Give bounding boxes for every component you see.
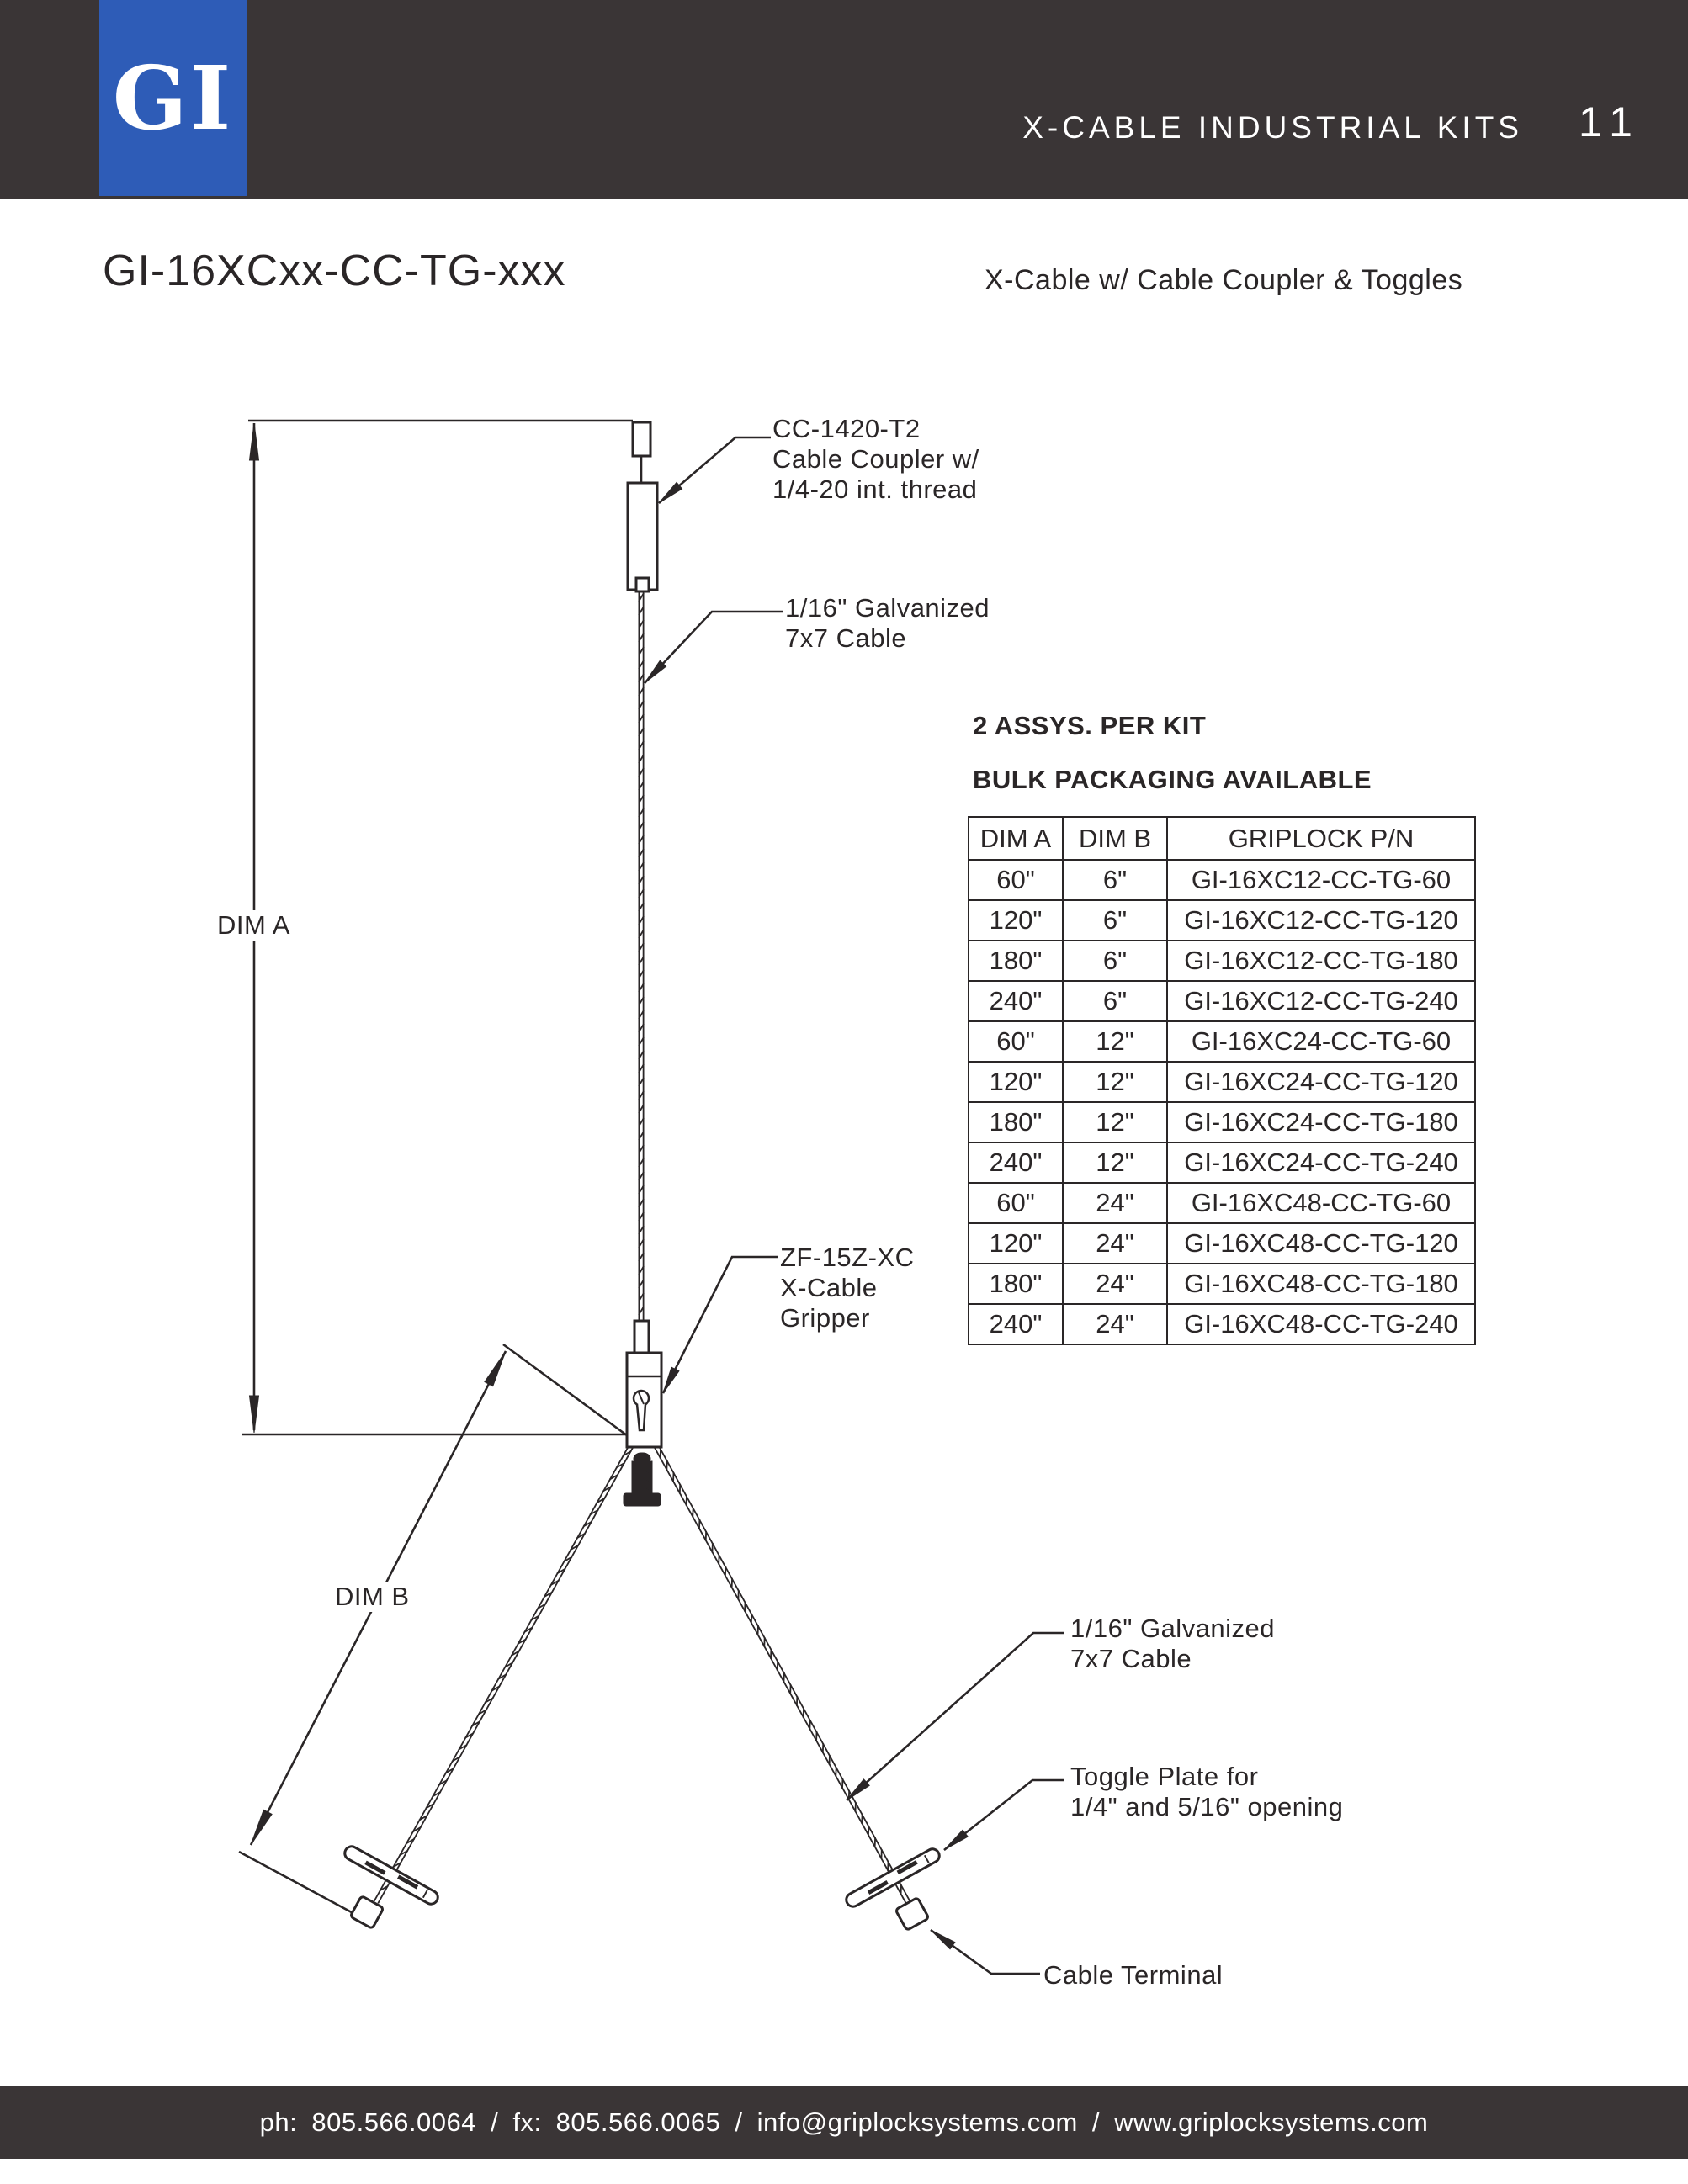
product-model: GI-16XCxx-CC-TG-xxx (103, 246, 566, 295)
gripper-label: ZF-15Z-XC X-Cable Gripper (780, 1243, 915, 1333)
dim-a-line (242, 419, 633, 1436)
table-cell: GI-16XC24-CC-TG-120 (1166, 1061, 1476, 1103)
table-cell: 6" (1062, 980, 1168, 1022)
table-cell: 240" (968, 1303, 1064, 1345)
table-cell: GI-16XC12-CC-TG-60 (1166, 859, 1476, 901)
table-cell: 120" (968, 1061, 1064, 1103)
suspension-cable (638, 454, 645, 1323)
table-cell: 24" (1062, 1222, 1168, 1264)
cable-terminal-label: Cable Terminal (1043, 1960, 1224, 1990)
cable-coupler-label: CC-1420-T2 Cable Coupler w/ 1/4-20 int. … (772, 414, 979, 504)
logo-text: GI (112, 46, 234, 150)
company-logo: GI (99, 0, 247, 196)
table-cell: GI-16XC24-CC-TG-180 (1166, 1101, 1476, 1143)
toggle-leader (943, 1778, 1064, 1852)
column-header: DIM B (1062, 816, 1168, 861)
terminal-leader (930, 1928, 1040, 1975)
x-cable-gripper (625, 1319, 663, 1449)
table-cell: 240" (968, 1142, 1064, 1184)
table-cell: 24" (1062, 1263, 1168, 1305)
left-toggle-plate (343, 1845, 439, 1906)
table-cell: 12" (1062, 1020, 1168, 1063)
table-cell: 60" (968, 1182, 1064, 1224)
table-cell: GI-16XC12-CC-TG-120 (1166, 899, 1476, 941)
table-cell: 60" (968, 1020, 1064, 1063)
table-cell: 24" (1062, 1182, 1168, 1224)
left-leg-cable (373, 1445, 634, 1904)
table-cell: 60" (968, 859, 1064, 901)
column-header: GRIPLOCK P/N (1166, 816, 1476, 861)
lower-cable-leader (846, 1631, 1064, 1801)
table-cell: 6" (1062, 899, 1168, 941)
table-cell: 180" (968, 1101, 1064, 1143)
table-row: 60"12"GI-16XC24-CC-TG-60 (968, 1020, 1476, 1063)
table-cell: GI-16XC48-CC-TG-60 (1166, 1182, 1476, 1224)
table-row: 120"6"GI-16XC12-CC-TG-120 (968, 899, 1476, 941)
right-cable-terminal (895, 1897, 929, 1931)
table-cell: 6" (1062, 859, 1168, 901)
header-bar: GI X-CABLE INDUSTRIAL KITS 11 (0, 0, 1688, 199)
table-row: 60"6"GI-16XC12-CC-TG-60 (968, 859, 1476, 901)
table-row: 180"24"GI-16XC48-CC-TG-180 (968, 1263, 1476, 1305)
dim-a-label: DIM A (212, 910, 295, 941)
upper-cable-label: 1/16" Galvanized 7x7 Cable (785, 593, 990, 653)
note-assemblies: 2 ASSYS. PER KIT (973, 711, 1207, 740)
right-toggle-plate (845, 1847, 941, 1908)
safety-screw (623, 1452, 661, 1507)
table-row: 180"12"GI-16XC24-CC-TG-180 (968, 1101, 1476, 1143)
table-row: 180"6"GI-16XC12-CC-TG-180 (968, 940, 1476, 982)
table-cell: 180" (968, 940, 1064, 982)
table-cell: GI-16XC12-CC-TG-180 (1166, 940, 1476, 982)
table-cell: 120" (968, 899, 1064, 941)
dim-b-label: DIM B (330, 1582, 415, 1612)
table-cell: 12" (1062, 1142, 1168, 1184)
table-cell: GI-16XC24-CC-TG-240 (1166, 1142, 1476, 1184)
table-cell: GI-16XC48-CC-TG-240 (1166, 1303, 1476, 1345)
footer-bar: ph: 805.566.0064 / fx: 805.566.0065 / in… (0, 2086, 1688, 2159)
table-row: 240"6"GI-16XC12-CC-TG-240 (968, 980, 1476, 1022)
toggle-plate-label: Toggle Plate for 1/4" and 5/16" opening (1070, 1762, 1344, 1821)
table-cell: 24" (1062, 1303, 1168, 1345)
table-cell: 6" (1062, 940, 1168, 982)
table-cell: GI-16XC48-CC-TG-120 (1166, 1222, 1476, 1264)
table-cell: 180" (968, 1263, 1064, 1305)
footer-contact: ph: 805.566.0064 / fx: 805.566.0065 / in… (259, 2107, 1429, 2137)
page-number: 11 (1579, 98, 1643, 146)
upper-cable-leader (644, 610, 783, 684)
table-row: 120"24"GI-16XC48-CC-TG-120 (968, 1222, 1476, 1264)
dim-b-line (238, 1343, 634, 1924)
table-cell: 120" (968, 1222, 1064, 1264)
lower-cable-label: 1/16" Galvanized 7x7 Cable (1070, 1614, 1276, 1673)
table-row: 240"24"GI-16XC48-CC-TG-240 (968, 1303, 1476, 1345)
table-cell: 12" (1062, 1061, 1168, 1103)
product-description: X-Cable w/ Cable Coupler & Toggles (985, 264, 1463, 296)
gripper-leader (661, 1255, 778, 1394)
table-row: 60"24"GI-16XC48-CC-TG-60 (968, 1182, 1476, 1224)
note-packaging: BULK PACKAGING AVAILABLE (973, 765, 1372, 794)
table-row: 120"12"GI-16XC24-CC-TG-120 (968, 1061, 1476, 1103)
table-cell: 240" (968, 980, 1064, 1022)
table-cell: GI-16XC12-CC-TG-240 (1166, 980, 1476, 1022)
left-cable-terminal (350, 1895, 384, 1929)
table-row: 240"12"GI-16XC24-CC-TG-240 (968, 1142, 1476, 1184)
cable-coupler (626, 421, 659, 593)
section-title: X-CABLE INDUSTRIAL KITS (1022, 110, 1523, 145)
column-header: DIM A (968, 816, 1064, 861)
coupler-leader (658, 436, 771, 504)
right-leg-cable (653, 1445, 911, 1904)
table-cell: GI-16XC48-CC-TG-180 (1166, 1263, 1476, 1305)
table-cell: 12" (1062, 1101, 1168, 1143)
table-cell: GI-16XC24-CC-TG-60 (1166, 1020, 1476, 1063)
